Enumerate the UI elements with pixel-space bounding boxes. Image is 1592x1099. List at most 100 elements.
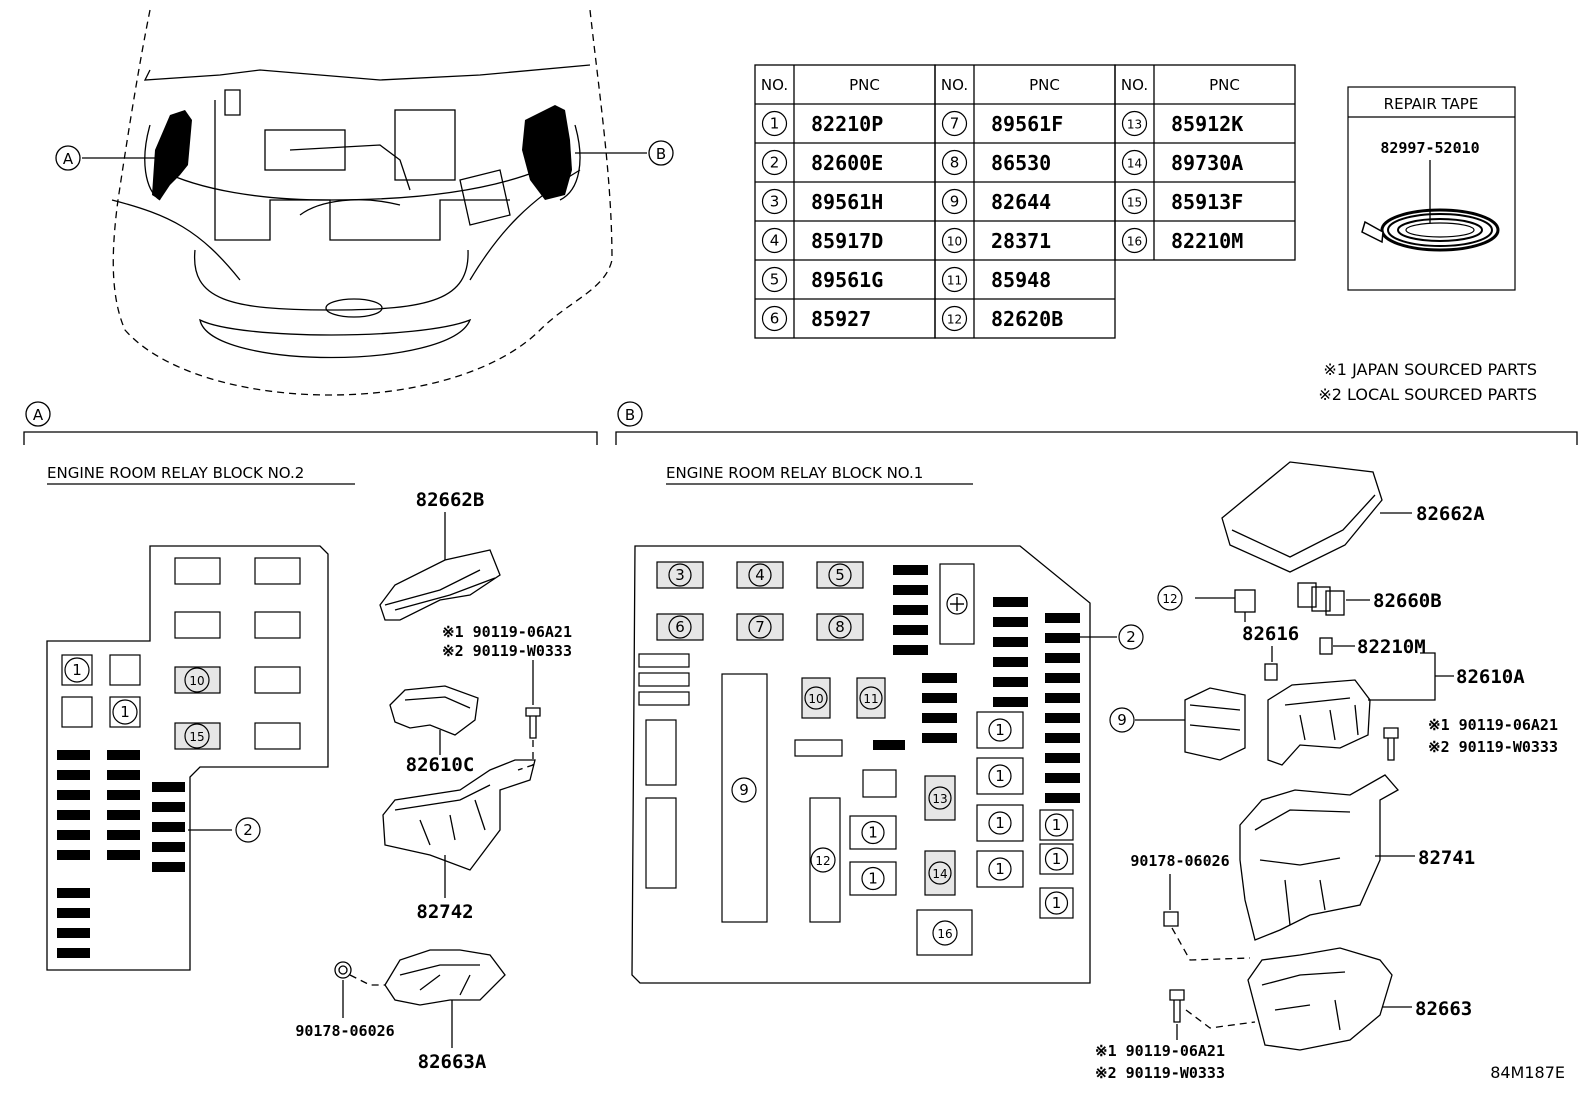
svg-text:8: 8: [950, 154, 960, 172]
table-row-pnc-16: 82210M: [1171, 229, 1243, 253]
block-a-callout-2-4: 2: [235, 817, 261, 843]
label-a-bolt2: ※2 90119-W0333: [442, 642, 572, 660]
svg-text:3: 3: [675, 566, 685, 584]
svg-text:1: 1: [995, 767, 1005, 785]
block-b-cell-1-12: 1: [988, 718, 1012, 742]
table-row-no-9: 9: [941, 188, 968, 215]
section-b-marker: B: [617, 401, 643, 427]
svg-text:6: 6: [770, 310, 780, 328]
label-b-bolt1: ※1 90119-06A21: [1428, 716, 1558, 734]
section-b-bracket: [615, 431, 1578, 445]
section-b-title: ENGINE ROOM RELAY BLOCK NO.1: [666, 464, 923, 482]
svg-text:5: 5: [770, 271, 780, 289]
label-82610a: 82610A: [1456, 666, 1525, 688]
label-82741: 82741: [1418, 847, 1475, 869]
table-row-no-16: 16: [1121, 227, 1148, 254]
svg-text:12: 12: [1162, 592, 1177, 606]
label-82210m: 82210M: [1357, 636, 1426, 658]
callout-b-top: B: [648, 140, 674, 166]
svg-text:13: 13: [1127, 118, 1142, 132]
label-b-bottom-bolt2: ※2 90119-W0333: [1095, 1064, 1225, 1082]
svg-text:1: 1: [1052, 816, 1062, 834]
label-a-bolt1: ※1 90119-06A21: [442, 623, 572, 641]
svg-text:1: 1: [868, 824, 878, 842]
block-b-callout-9-5: 9: [1109, 707, 1135, 733]
label-82662a: 82662A: [1416, 503, 1485, 525]
block-a-callout-1-0: 1: [64, 657, 90, 683]
block-b-callout-16-2: 16: [932, 920, 958, 946]
svg-text:7: 7: [755, 618, 765, 636]
svg-text:3: 3: [770, 193, 780, 211]
svg-text:12: 12: [815, 854, 830, 868]
block-b-cell-6-3: 6: [668, 615, 692, 639]
table-row-no-5: 5: [761, 266, 788, 293]
svg-text:1: 1: [995, 860, 1005, 878]
callout-a-top: A: [55, 145, 81, 171]
block-b-cell-5-2: 5: [828, 563, 852, 587]
block-b-cell-1-16: 1: [1044, 813, 1069, 837]
note-japan: ※1 JAPAN SOURCED PARTS: [1323, 360, 1537, 379]
block-b-cell-1-14: 1: [988, 811, 1012, 835]
block-b-cell-8-5: 8: [828, 615, 852, 639]
block-b-callout-2-3: 2: [1118, 624, 1144, 650]
block-b-cell-1-13: 1: [988, 764, 1012, 788]
svg-text:A: A: [33, 406, 44, 424]
label-82660b: 82660B: [1373, 590, 1442, 612]
table-row-no-8: 8: [941, 149, 968, 176]
table-row-no-2: 2: [761, 149, 788, 176]
svg-text:5: 5: [835, 566, 845, 584]
block-b-callout-9-0: 9: [731, 777, 757, 803]
svg-text:6: 6: [675, 618, 685, 636]
block-b-cell-13-10: 13: [928, 786, 952, 810]
svg-text:4: 4: [770, 232, 780, 250]
block-b-cell-1-18: 1: [1044, 891, 1069, 915]
table-row-pnc-7: 89561F: [991, 112, 1063, 136]
repair-tape-box: REPAIR TAPE 82997-52010: [1347, 86, 1516, 291]
tape-roll-icon: [1361, 208, 1500, 252]
svg-text:1: 1: [120, 703, 130, 721]
table-row-pnc-14: 89730A: [1171, 151, 1243, 175]
label-82662b: 82662B: [416, 489, 485, 511]
section-a-bracket: [23, 431, 598, 445]
block-a-callout-15-3: 15: [184, 723, 210, 749]
table-row-pnc-11: 85948: [991, 268, 1051, 292]
svg-text:10: 10: [189, 674, 204, 688]
svg-text:B: B: [656, 145, 666, 163]
svg-text:2: 2: [243, 821, 253, 839]
svg-text:10: 10: [947, 235, 962, 249]
parts-b-exploded: 82662A 82660B 82616 82210M 82610A ※1 901…: [1095, 461, 1558, 1082]
svg-text:10: 10: [808, 692, 823, 706]
table-row-no-15: 15: [1121, 188, 1148, 215]
label-b-bottom-bolt1: ※1 90119-06A21: [1095, 1042, 1225, 1060]
block-b-cell-1-9: 1: [861, 866, 885, 891]
svg-text:7: 7: [950, 115, 960, 133]
table-row-no-13: 13: [1121, 110, 1148, 137]
table-row-pnc-13: 85912K: [1171, 112, 1243, 136]
svg-text:14: 14: [932, 867, 947, 881]
svg-text:1: 1: [995, 814, 1005, 832]
svg-text:1: 1: [1052, 894, 1062, 912]
block-b-cell-1-8: 1: [861, 820, 885, 845]
table-header-no: NO.: [1121, 76, 1148, 94]
diagram-id: 84M187E: [1490, 1063, 1565, 1082]
svg-text:9: 9: [950, 193, 960, 211]
svg-text:1: 1: [868, 870, 878, 888]
svg-text:4: 4: [755, 566, 765, 584]
table-row-pnc-8: 86530: [991, 151, 1051, 175]
svg-text:15: 15: [189, 730, 204, 744]
table-header-pnc: PNC: [849, 76, 880, 94]
block-b-cell-14-11: 14: [928, 861, 952, 885]
relay-block-no2-layout: [46, 545, 329, 971]
label-82742: 82742: [416, 901, 473, 923]
table-row-pnc-5: 89561G: [811, 268, 883, 292]
svg-text:15: 15: [1127, 196, 1142, 210]
table-header-no: NO.: [761, 76, 788, 94]
block-b-callout-12-4: 12: [1157, 585, 1183, 611]
plus-terminal-icon: [946, 593, 968, 615]
svg-text:16: 16: [937, 927, 952, 941]
block-b-cell-7-4: 7: [748, 615, 772, 639]
svg-text:1: 1: [72, 661, 82, 679]
block-b-cell-10-6: 10: [804, 686, 828, 710]
svg-text:REPAIR TAPE: REPAIR TAPE: [1384, 95, 1479, 113]
